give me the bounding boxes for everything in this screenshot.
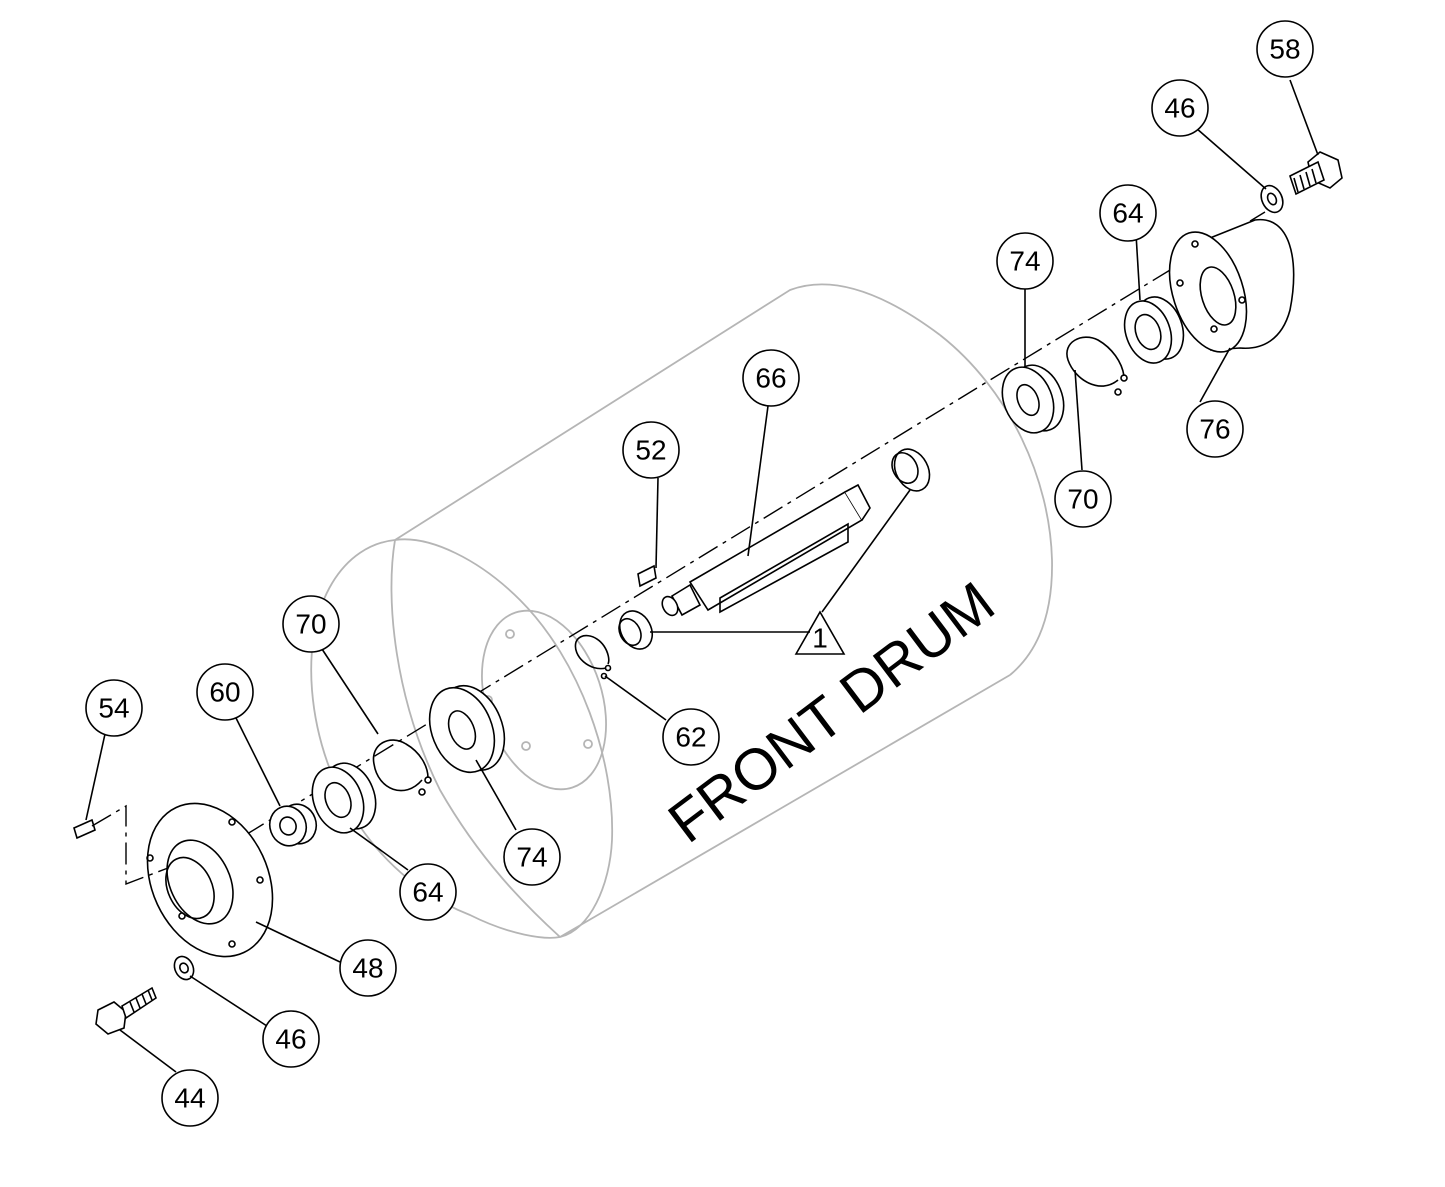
svg-text:60: 60 (209, 677, 240, 708)
leader-lines (85, 79, 1319, 1073)
callout-58: 58 (1256, 20, 1314, 78)
bearing-64-bottom (311, 762, 377, 834)
snap-ring-70-bottom (372, 739, 432, 796)
callout-64-bottom: 64 (399, 863, 457, 921)
callout-60: 60 (196, 663, 254, 721)
reference-note-number: 1 (812, 623, 828, 654)
callout-46-bottom: 46 (262, 1010, 320, 1068)
svg-text:48: 48 (352, 953, 383, 984)
bolt-58 (1289, 151, 1343, 196)
callout-70-top: 70 (1054, 470, 1112, 528)
callout-76: 76 (1186, 400, 1244, 458)
callout-54: 54 (85, 679, 143, 737)
snap-ring-62 (574, 634, 612, 680)
spacer-60 (268, 803, 318, 847)
seal-74-top (1001, 364, 1065, 434)
svg-text:70: 70 (1067, 484, 1098, 515)
callout-70-bottom: 70 (282, 595, 340, 653)
svg-text:66: 66 (755, 363, 786, 394)
callout-46-top: 46 (1151, 79, 1209, 137)
svg-text:46: 46 (1164, 93, 1195, 124)
front-drum-shell (310, 283, 1053, 939)
svg-text:58: 58 (1269, 34, 1300, 65)
svg-text:64: 64 (412, 877, 443, 908)
svg-text:44: 44 (174, 1083, 205, 1114)
svg-text:74: 74 (1009, 246, 1040, 277)
callout-52: 52 (622, 421, 680, 479)
svg-text:46: 46 (275, 1024, 306, 1055)
washer-46-top (1260, 184, 1284, 214)
center-axis-line (179, 211, 1266, 876)
washer-46-bottom (173, 955, 195, 981)
bushing-top (891, 448, 931, 492)
svg-text:70: 70 (295, 609, 326, 640)
snap-ring-70-top (1066, 336, 1128, 396)
svg-text:76: 76 (1199, 414, 1230, 445)
callout-74-bottom: 74 (503, 828, 561, 886)
svg-text:52: 52 (635, 435, 666, 466)
svg-text:62: 62 (675, 722, 706, 753)
bushing-bottom (618, 610, 654, 650)
svg-text:54: 54 (98, 693, 129, 724)
shaft-66 (661, 483, 871, 617)
bearing-64-top (1123, 296, 1185, 364)
callout-66: 66 (742, 349, 800, 407)
seal-74-bottom (428, 684, 506, 774)
callout-74-top: 74 (996, 232, 1054, 290)
callout-62: 62 (662, 708, 720, 766)
svg-text:74: 74 (516, 842, 547, 873)
flange-48 (146, 802, 274, 958)
bolt-44 (95, 986, 157, 1035)
set-screw-54 (73, 804, 169, 886)
key-52 (637, 564, 657, 588)
svg-text:64: 64 (1112, 198, 1143, 229)
reference-note-triangle: 1 (794, 610, 846, 655)
callout-48: 48 (339, 939, 397, 997)
diagram-title: FRONT DRUM (657, 569, 1007, 855)
callout-44: 44 (161, 1069, 219, 1127)
hub-76 (1168, 218, 1295, 353)
callout-64-top: 64 (1099, 184, 1157, 242)
